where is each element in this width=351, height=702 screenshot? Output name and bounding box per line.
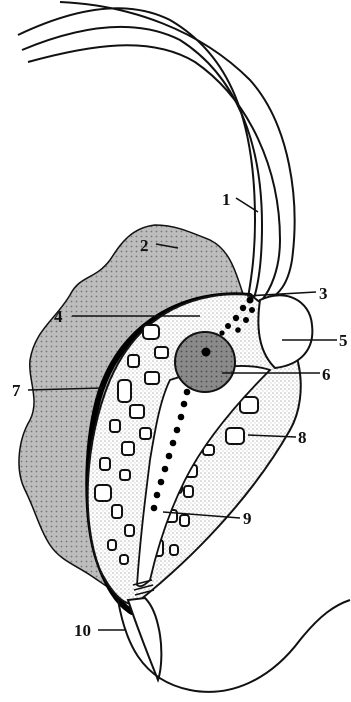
label-8: 8 (298, 428, 307, 447)
nucleus (175, 332, 235, 392)
label-7: 7 (12, 381, 21, 400)
label-9: 9 (243, 509, 252, 528)
label-3: 3 (319, 284, 328, 303)
label-1: 1 (222, 190, 231, 209)
label-10: 10 (74, 621, 91, 640)
label-4: 4 (54, 307, 63, 326)
pelta-lobe (258, 295, 312, 368)
label-5: 5 (339, 331, 348, 350)
label-6: 6 (322, 365, 331, 384)
label-2: 2 (140, 236, 149, 255)
